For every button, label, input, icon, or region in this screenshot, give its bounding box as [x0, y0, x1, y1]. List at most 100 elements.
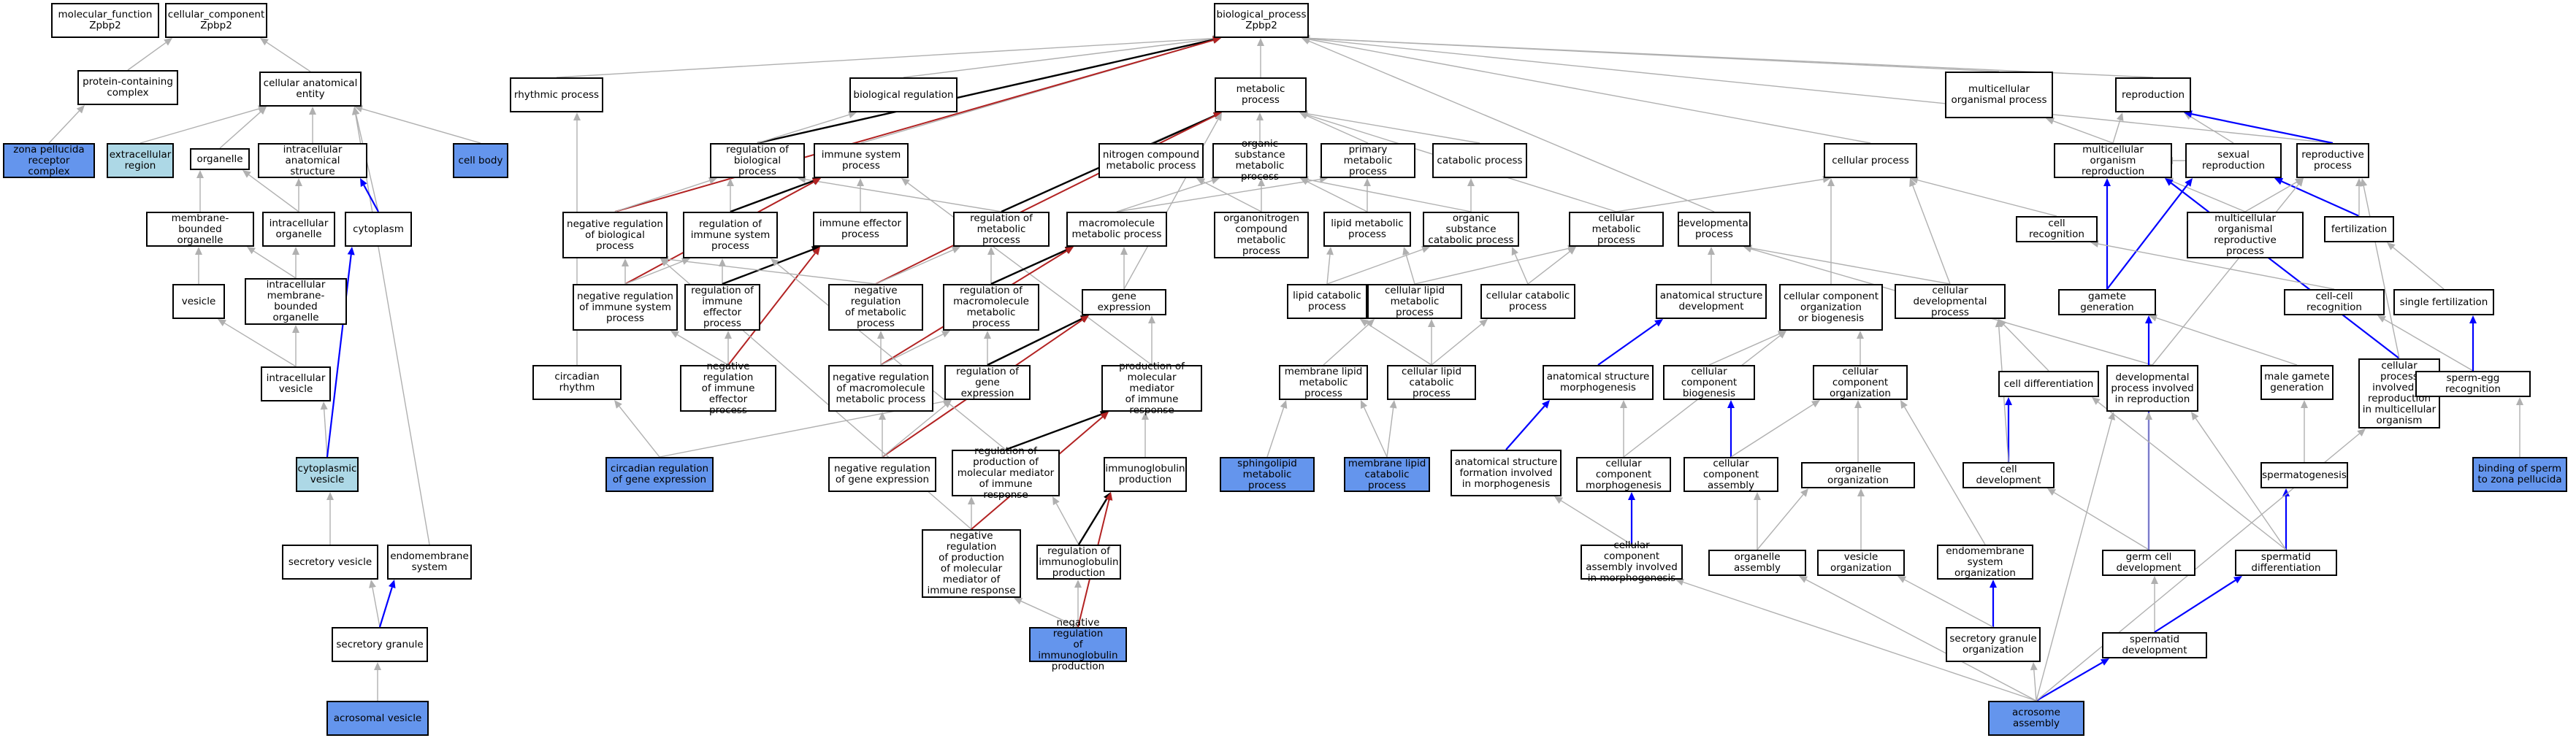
- node-protein-containing-complex[interactable]: protein-containing complex: [77, 70, 178, 105]
- node-anatomical-structure-formation-involved-in-morphogenesis[interactable]: anatomical structure formation involved …: [1451, 450, 1562, 496]
- node-developmental-process-involved-in-reproduction[interactable]: developmental process involved in reprod…: [2106, 365, 2198, 412]
- node-regulation-of-immunoglobulin-production[interactable]: regulation of immunoglobulin production: [1036, 545, 1121, 580]
- node-spermatogenesis[interactable]: spermatogenesis: [2260, 462, 2348, 488]
- node-cellular-lipid-metabolic-process[interactable]: cellular lipid metabolic process: [1367, 284, 1462, 319]
- node-negative-regulation-of-immune-effector-process[interactable]: negative regulation of immune effector p…: [680, 361, 776, 415]
- node-nitrogen-compound-metabolic-process[interactable]: nitrogen compound metabolic process: [1098, 143, 1204, 178]
- node-fertilization[interactable]: fertilization: [2324, 216, 2394, 242]
- node-single-fertilization[interactable]: single fertilization: [2393, 289, 2494, 315]
- node-reproductive-process[interactable]: reproductive process: [2296, 143, 2369, 178]
- node-acrosome-assembly[interactable]: acrosome assembly: [1988, 701, 2084, 736]
- node-extracellular-region[interactable]: extracellular region: [107, 143, 174, 178]
- node-reproduction[interactable]: reproduction: [2115, 77, 2191, 112]
- node-cellular-anatomical-entity[interactable]: cellular anatomical entity: [259, 72, 362, 107]
- node-intracellular-organelle[interactable]: intracellular organelle: [262, 212, 335, 247]
- node-sphingolipid-metabolic-process[interactable]: sphingolipid metabolic process: [1220, 457, 1315, 492]
- node-cell-differentiation[interactable]: cell differentiation: [1998, 371, 2099, 397]
- node-spermatid-development[interactable]: spermatid development: [2102, 632, 2207, 658]
- node-immune-system-process[interactable]: immune system process: [814, 143, 909, 178]
- node-binding-of-sperm-to-zona-pellucida[interactable]: binding of sperm to zona pellucida: [2472, 457, 2567, 492]
- node-cellular-component-organization-or-biogenesis[interactable]: cellular component organization or bioge…: [1779, 284, 1883, 331]
- node-gamete-generation[interactable]: gamete generation: [2058, 289, 2156, 315]
- node-endomembrane-system[interactable]: endomembrane system: [387, 545, 472, 580]
- node-intracellular-vesicle[interactable]: intracellular vesicle: [261, 366, 331, 401]
- node-cell-recognition[interactable]: cell recognition: [2016, 216, 2098, 242]
- node-biological-process[interactable]: biological_process Zpbp2: [1214, 3, 1309, 38]
- node-negative-regulation-of-macromolecule-metabolic-process[interactable]: negative regulation of macromolecule met…: [828, 365, 933, 412]
- node-membrane-lipid-catabolic-process[interactable]: membrane lipid catabolic process: [1344, 457, 1430, 492]
- node-zona-pellucida-receptor-complex[interactable]: zona pellucida receptor complex: [3, 143, 95, 178]
- node-cell-development[interactable]: cell development: [1962, 462, 2055, 488]
- node-intracellular-anatomical-structure[interactable]: intracellular anatomical structure: [258, 143, 367, 178]
- node-multicellular-organismal-process[interactable]: multicellular organismal process: [1945, 72, 2053, 118]
- node-negative-regulation-of-immunoglobulin-production[interactable]: negative regulation of immunoglobulin pr…: [1029, 617, 1127, 672]
- node-catabolic-process[interactable]: catabolic process: [1432, 143, 1527, 178]
- node-primary-metabolic-process[interactable]: primary metabolic process: [1321, 143, 1415, 178]
- node-molecular-function[interactable]: molecular_function Zpbp2: [51, 3, 159, 38]
- node-cellular-catabolic-process[interactable]: cellular catabolic process: [1480, 284, 1575, 319]
- node-intracellular-membrane-bounded-organelle[interactable]: intracellular membrane-bounded organelle: [245, 278, 347, 325]
- node-gene-expression[interactable]: gene expression: [1082, 289, 1166, 315]
- node-regulation-of-biological-process[interactable]: regulation of biological process: [710, 143, 805, 178]
- node-metabolic-process[interactable]: metabolic process: [1215, 77, 1307, 112]
- node-lipid-metabolic-process[interactable]: lipid metabolic process: [1323, 212, 1411, 247]
- node-negative-regulation-of-metabolic-process[interactable]: negative regulation of metabolic process: [828, 284, 923, 331]
- node-cellular-component-assembly-involved-in-morphogenesis[interactable]: cellular component assembly involved in …: [1581, 540, 1683, 584]
- node-spermatid-differentiation[interactable]: spermatid differentiation: [2235, 550, 2337, 576]
- node-cellular-component-morphogenesis[interactable]: cellular component morphogenesis: [1576, 457, 1671, 492]
- node-membrane-lipid-metabolic-process[interactable]: membrane lipid metabolic process: [1279, 365, 1368, 400]
- node-negative-regulation-of-gene-expression[interactable]: negative regulation of gene expression: [828, 457, 936, 492]
- node-rhythmic-process[interactable]: rhythmic process: [510, 77, 603, 112]
- node-organonitrogen-compound-metabolic-process[interactable]: organonitrogen compound metabolic proces…: [1214, 212, 1309, 258]
- node-secretory-granule-organization[interactable]: secretory granule organization: [1946, 627, 2041, 662]
- node-developmental-process[interactable]: developmental process: [1677, 212, 1751, 247]
- node-cellular-metabolic-process[interactable]: cellular metabolic process: [1569, 212, 1664, 247]
- node-immune-effector-process[interactable]: immune effector process: [813, 212, 908, 247]
- node-sexual-reproduction[interactable]: sexual reproduction: [2185, 143, 2282, 178]
- node-regulation-of-immune-system-process[interactable]: regulation of immune system process: [683, 212, 778, 258]
- node-negative-regulation-of-immune-system-process[interactable]: negative regulation of immune system pro…: [573, 284, 678, 331]
- node-vesicle-organization[interactable]: vesicle organization: [1817, 550, 1905, 576]
- node-cellular-developmental-process[interactable]: cellular developmental process: [1895, 284, 2006, 319]
- node-cell-cell-recognition[interactable]: cell-cell recognition: [2284, 289, 2385, 315]
- node-immunoglobulin-production[interactable]: immunoglobulin production: [1104, 457, 1187, 492]
- node-germ-cell-development[interactable]: germ cell development: [2102, 550, 2195, 576]
- node-cytoplasmic-vesicle[interactable]: cytoplasmic vesicle: [296, 457, 359, 492]
- node-cellular-process[interactable]: cellular process: [1824, 143, 1917, 178]
- node-production-of-molecular-mediator-of-immune-response[interactable]: production of molecular mediator of immu…: [1101, 361, 1202, 415]
- node-regulation-of-immune-effector-process[interactable]: regulation of immune effector process: [684, 284, 760, 331]
- node-cellular-component[interactable]: cellular_component Zpbp2: [165, 3, 267, 38]
- node-sperm-egg-recognition[interactable]: sperm-egg recognition: [2415, 371, 2531, 397]
- node-secretory-vesicle[interactable]: secretory vesicle: [282, 545, 378, 580]
- node-membrane-bounded-organelle[interactable]: membrane-bounded organelle: [146, 212, 254, 247]
- node-organic-substance-catabolic-process[interactable]: organic substance catabolic process: [1423, 212, 1519, 247]
- node-cellular-component-biogenesis[interactable]: cellular component biogenesis: [1663, 365, 1755, 400]
- node-regulation-of-macromolecule-metabolic-process[interactable]: regulation of macromolecule metabolic pr…: [943, 284, 1039, 331]
- node-cellular-component-organization[interactable]: cellular component organization: [1813, 365, 1908, 400]
- node-anatomical-structure-morphogenesis[interactable]: anatomical structure morphogenesis: [1543, 365, 1654, 400]
- node-multicellular-organismal-reproductive-process[interactable]: multicellular organismal reproductive pr…: [2187, 212, 2304, 258]
- node-cellular-lipid-catabolic-process[interactable]: cellular lipid catabolic process: [1387, 365, 1476, 400]
- node-organelle-assembly[interactable]: organelle assembly: [1708, 550, 1806, 576]
- node-acrosomal-vesicle[interactable]: acrosomal vesicle: [326, 701, 429, 736]
- node-secretory-granule[interactable]: secretory granule: [332, 627, 428, 662]
- node-biological-regulation[interactable]: biological regulation: [849, 77, 958, 112]
- node-circadian-rhythm[interactable]: circadian rhythm: [532, 365, 622, 400]
- node-organic-substance-metabolic-process[interactable]: organic substance metabolic process: [1212, 139, 1307, 182]
- node-cytoplasm[interactable]: cytoplasm: [345, 212, 412, 247]
- node-vesicle[interactable]: vesicle: [172, 284, 225, 319]
- node-regulation-of-metabolic-process[interactable]: regulation of metabolic process: [953, 212, 1050, 247]
- node-multicellular-organism-reproduction[interactable]: multicellular organism reproduction: [2054, 143, 2172, 178]
- node-negative-regulation-of-biological-process[interactable]: negative regulation of biological proces…: [562, 212, 668, 258]
- node-organelle-organization[interactable]: organelle organization: [1801, 462, 1915, 488]
- node-negative-regulation-of-production-of-molecular-mediator[interactable]: negative regulation of production of mol…: [922, 529, 1021, 598]
- node-regulation-of-production-of-molecular-mediator-of-immune-response[interactable]: regulation of production of molecular me…: [952, 445, 1060, 500]
- node-circadian-regulation-of-gene-expression[interactable]: circadian regulation of gene expression: [605, 457, 714, 492]
- node-regulation-of-gene-expression[interactable]: regulation of gene expression: [944, 365, 1031, 400]
- node-cell-body[interactable]: cell body: [453, 143, 508, 178]
- node-male-gamete-generation[interactable]: male gamete generation: [2260, 365, 2334, 400]
- node-anatomical-structure-development[interactable]: anatomical structure development: [1656, 284, 1767, 319]
- node-endomembrane-system-organization[interactable]: endomembrane system organization: [1937, 545, 2033, 580]
- node-macromolecule-metabolic-process[interactable]: macromolecule metabolic process: [1066, 212, 1167, 247]
- node-lipid-catabolic-process[interactable]: lipid catabolic process: [1287, 284, 1367, 319]
